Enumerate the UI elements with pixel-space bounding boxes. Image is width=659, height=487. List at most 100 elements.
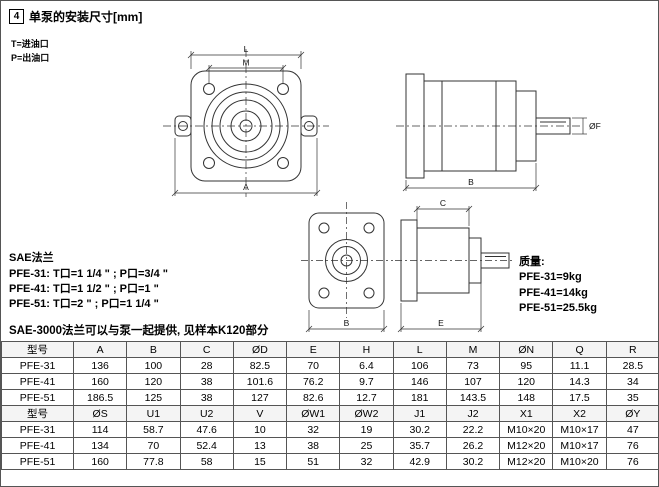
value-cell: 181 — [392, 389, 447, 406]
value-cell: 136 — [72, 357, 128, 374]
value-cell: 32 — [286, 421, 341, 438]
value-cell: 58 — [179, 453, 234, 470]
mass-line-pfe41: PFE-41=14kg — [519, 286, 588, 299]
value-cell: M10×17 — [552, 437, 607, 454]
dim-label-b: B — [468, 177, 474, 187]
value-cell: 76.2 — [286, 373, 341, 390]
value-cell: 73 — [445, 357, 501, 374]
mass-heading: 质量: — [519, 256, 545, 268]
legend-inlet: T=进油口 — [11, 39, 49, 49]
column-header: E — [286, 341, 341, 358]
column-header: L — [392, 341, 447, 358]
value-cell: 6.4 — [339, 357, 394, 374]
sae-flange-line-pfe31: PFE-31: T口=1 1/4 " ; P口=3/4 " — [9, 267, 168, 280]
column-header: V — [232, 405, 288, 422]
sae3000-note: SAE-3000法兰可以与泵一起提供, 见样本K120部分 — [9, 325, 269, 337]
pump-top-drawing: L M A B ØF — [163, 44, 601, 197]
value-cell: 127 — [232, 389, 288, 406]
column-header: ØD — [232, 341, 288, 358]
value-cell: M10×20 — [552, 453, 607, 470]
dim-label-e: E — [438, 318, 444, 328]
page-title: 单泵的安装尺寸[mm] — [29, 10, 143, 24]
pump-bottom-drawing: B C E — [301, 198, 514, 333]
column-header: ØS — [72, 405, 128, 422]
section-number-box: 4 — [9, 9, 24, 24]
column-header: ØW2 — [339, 405, 394, 422]
value-cell: 42.9 — [392, 453, 447, 470]
model-cell: PFE-41 — [1, 373, 74, 390]
sae-flange-block: SAE法兰 PFE-31: T口=1 1/4 " ; P口=3/4 " PFE-… — [9, 251, 168, 311]
dim-label-m: M — [242, 58, 249, 68]
column-header: X2 — [552, 405, 607, 422]
value-cell: 9.7 — [339, 373, 394, 390]
value-cell: 70 — [126, 437, 181, 454]
model-cell: PFE-51 — [1, 389, 74, 406]
value-cell: 52.4 — [179, 437, 234, 454]
page-header: 4 单泵的安装尺寸[mm] — [9, 8, 142, 25]
value-cell: 76 — [605, 453, 658, 470]
value-cell: 95 — [499, 357, 554, 374]
value-cell: 11.1 — [552, 357, 607, 374]
column-header: ØY — [605, 405, 658, 422]
value-cell: 19 — [339, 421, 394, 438]
dim-label-a: A — [243, 182, 249, 192]
dim-label-c: C — [440, 198, 446, 208]
value-cell: 12.7 — [339, 389, 394, 406]
column-header: H — [339, 341, 394, 358]
sae-flange-heading: SAE法兰 — [9, 252, 54, 264]
column-header: Q — [552, 341, 607, 358]
value-cell: 107 — [445, 373, 501, 390]
sae-flange-line-pfe41: PFE-41: T口=1 1/2 " ; P口=1 " — [9, 282, 159, 295]
value-cell: 13 — [232, 437, 288, 454]
value-cell: 134 — [72, 437, 128, 454]
value-cell: 114 — [72, 421, 128, 438]
value-cell: 100 — [126, 357, 181, 374]
value-cell: M10×20 — [499, 421, 554, 438]
value-cell: 120 — [126, 373, 181, 390]
value-cell: 38 — [179, 373, 234, 390]
value-cell: 186.5 — [72, 389, 128, 406]
value-cell: 28.5 — [605, 357, 658, 374]
column-header: R — [605, 341, 658, 358]
value-cell: 47.6 — [179, 421, 234, 438]
dim-label-of: ØF — [589, 121, 601, 131]
model-cell: PFE-51 — [1, 453, 74, 470]
dim-label-l: L — [244, 44, 249, 54]
column-header: J2 — [445, 405, 501, 422]
port-legend: T=进油口 P=出油口 — [11, 37, 49, 66]
value-cell: 51 — [286, 453, 341, 470]
model-cell: PFE-31 — [1, 357, 74, 374]
value-cell: M10×17 — [552, 421, 607, 438]
column-header: 型号 — [1, 405, 74, 422]
value-cell: 10 — [232, 421, 288, 438]
value-cell: 120 — [499, 373, 554, 390]
value-cell: 35.7 — [392, 437, 447, 454]
value-cell: 17.5 — [552, 389, 607, 406]
value-cell: 38 — [286, 437, 341, 454]
value-cell: 22.2 — [445, 421, 501, 438]
value-cell: 47 — [605, 421, 658, 438]
value-cell: 148 — [499, 389, 554, 406]
value-cell: 30.2 — [445, 453, 501, 470]
value-cell: 14.3 — [552, 373, 607, 390]
value-cell: 146 — [392, 373, 447, 390]
column-header: U2 — [179, 405, 234, 422]
value-cell: 38 — [179, 389, 234, 406]
value-cell: 25 — [339, 437, 394, 454]
column-header: B — [126, 341, 181, 358]
value-cell: 15 — [232, 453, 288, 470]
value-cell: 125 — [126, 389, 181, 406]
value-cell: 70 — [286, 357, 341, 374]
sae-flange-line-pfe51: PFE-51: T口=2 " ; P口=1 1/4 " — [9, 297, 159, 310]
column-header: X1 — [499, 405, 554, 422]
value-cell: 82.6 — [286, 389, 341, 406]
value-cell: 82.5 — [232, 357, 288, 374]
